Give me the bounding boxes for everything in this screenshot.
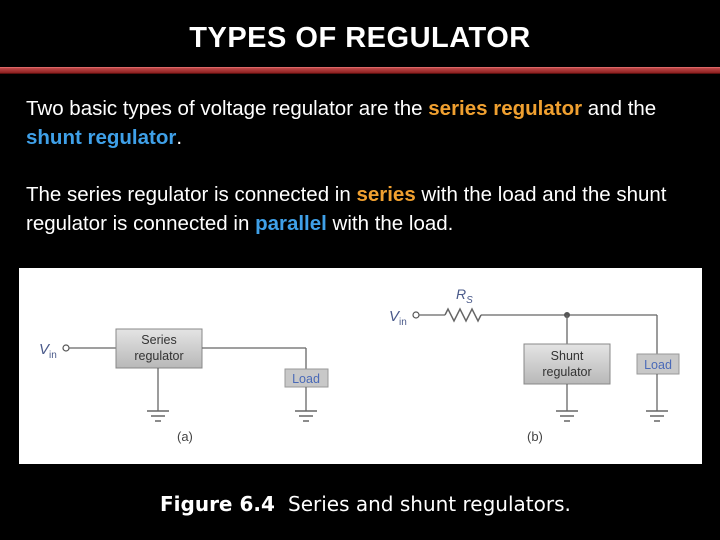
para2-text-b: with the load and the shunt regulator is… bbox=[26, 183, 667, 235]
vin-terminal-icon bbox=[412, 311, 420, 319]
ground-icon bbox=[646, 410, 668, 422]
shunt-regulator-highlight: shunt regulator bbox=[26, 126, 177, 149]
vin-label-a: Vin bbox=[39, 341, 57, 361]
figure-label-a: (a) bbox=[177, 429, 193, 444]
para1-text-b: and the bbox=[582, 97, 657, 120]
series-circuit: Vin Series regulator Load (a) bbox=[39, 328, 329, 444]
regulator-diagram: Vin Series regulator Load (a) bbox=[39, 286, 680, 444]
ground-icon bbox=[556, 410, 578, 422]
series-regulator-highlight: series regulator bbox=[428, 97, 583, 120]
series-regulator-label-1: Series bbox=[141, 333, 176, 347]
title-divider bbox=[0, 67, 720, 74]
paragraph-types: Two basic types of voltage regulator are… bbox=[26, 94, 716, 152]
figure-label-b: (b) bbox=[527, 429, 543, 444]
para1-text-c: . bbox=[176, 126, 183, 149]
vin-label-b: Vin bbox=[389, 308, 407, 328]
shunt-circuit: Vin RS Shunt regulator Load bbox=[389, 286, 680, 444]
title-bar bbox=[0, 0, 720, 66]
series-regulator-box bbox=[115, 328, 203, 369]
series-regulator-label-2: regulator bbox=[134, 349, 183, 363]
load-label-b: Load bbox=[644, 358, 672, 372]
load-label-a: Load bbox=[292, 372, 320, 386]
para1-text-a: Two basic types of voltage regulator are… bbox=[26, 97, 429, 120]
para2-text-c: with the load. bbox=[326, 212, 454, 235]
para2-text-a: The series regulator is connected in bbox=[26, 183, 357, 206]
shunt-regulator-label-2: regulator bbox=[542, 365, 591, 379]
series-highlight: series bbox=[356, 183, 416, 206]
figure-caption: Series and shunt regulators. bbox=[288, 492, 571, 516]
paragraph-connection: The series regulator is connected in ser… bbox=[26, 180, 716, 238]
vin-terminal-icon bbox=[62, 344, 70, 352]
shunt-regulator-label-1: Shunt bbox=[551, 349, 584, 363]
figure-number: Figure 6.4 bbox=[160, 492, 275, 516]
slide-title: TYPES OF REGULATOR bbox=[189, 22, 531, 54]
ground-icon bbox=[147, 410, 169, 422]
load-box-b bbox=[636, 353, 680, 375]
resistor-icon bbox=[444, 307, 482, 323]
regulator-figure: Vin Series regulator Load (a) bbox=[19, 268, 702, 464]
ground-icon bbox=[295, 410, 317, 422]
parallel-highlight: parallel bbox=[255, 212, 327, 235]
resistor-label: RS bbox=[456, 286, 473, 306]
